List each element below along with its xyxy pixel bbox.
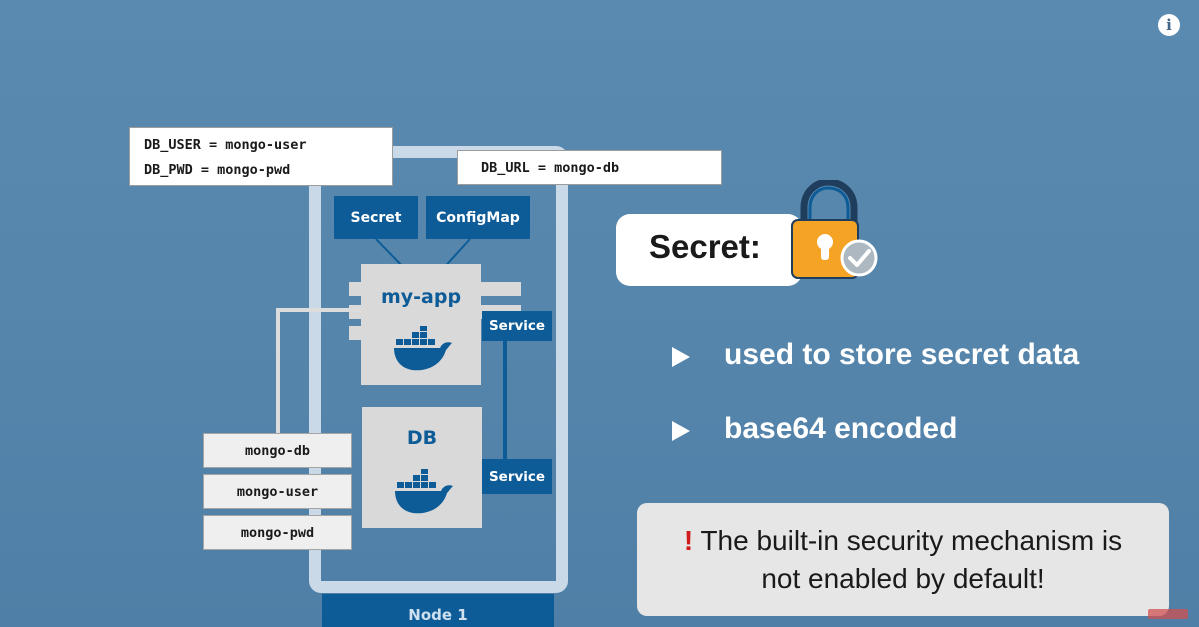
secret-config-box: DB_USER = mongo-user DB_PWD = mongo-pwd (129, 127, 393, 186)
docker-whale-icon (395, 469, 453, 514)
docker-whale-icon (394, 326, 452, 371)
secret-chip: Secret (334, 196, 418, 239)
configmap-chip: ConfigMap (426, 196, 530, 239)
secret-title: Secret: (649, 228, 761, 265)
service-chip-app: Service (482, 311, 552, 341)
value-box-user: mongo-user (203, 474, 352, 509)
watermark-logo (1148, 609, 1188, 619)
warning-line-1: ! The built-in security mechanism is (637, 522, 1169, 560)
values-wire (276, 308, 280, 434)
service-chip-label: Service (488, 468, 546, 485)
secret-chip-label: Secret (350, 209, 402, 226)
value-label: mongo-db (244, 442, 311, 459)
padlock-check-icon (791, 180, 878, 279)
exclamation-icon: ! (683, 525, 694, 556)
warning-line-2: not enabled by default! (761, 563, 1045, 594)
configmap-chip-label: ConfigMap (436, 209, 520, 226)
secret-title-box (616, 214, 802, 286)
warning-box (637, 503, 1169, 616)
configmap-config-box: DB_URL = mongo-db (457, 150, 722, 185)
value-label: mongo-pwd (240, 524, 315, 541)
secret-config-pwd: DB_PWD = mongo-pwd (144, 162, 291, 178)
node-stub (349, 326, 363, 340)
service-chip-db: Service (482, 459, 552, 494)
db-label: DB (406, 427, 438, 449)
values-wire (276, 308, 363, 312)
configmap-config-url: DB_URL = mongo-db (481, 160, 620, 176)
info-button[interactable]: i (1158, 14, 1180, 36)
service-link (503, 341, 507, 459)
db-pod: DB (362, 407, 482, 528)
info-icon: i (1166, 16, 1172, 34)
warning-text: ! The built-in security mechanism is not… (637, 522, 1169, 598)
value-box-pwd: mongo-pwd (203, 515, 352, 550)
secret-config-user: DB_USER = mongo-user (144, 137, 307, 153)
node-bar (322, 594, 554, 627)
value-label: mongo-user (236, 483, 319, 500)
my-app-label: my-app (380, 286, 462, 308)
value-box-db: mongo-db (203, 433, 352, 468)
my-app-pod: my-app (361, 264, 481, 385)
triangle-right-icon (672, 347, 690, 367)
service-chip-label: Service (488, 318, 546, 334)
bullet-text-1: used to store secret data (724, 338, 1080, 371)
warning-line-1-text: The built-in security mechanism is (700, 525, 1123, 556)
node-label: Node 1 (408, 606, 468, 624)
bullet-text-2: base64 encoded (724, 412, 958, 445)
triangle-right-icon (672, 421, 690, 441)
